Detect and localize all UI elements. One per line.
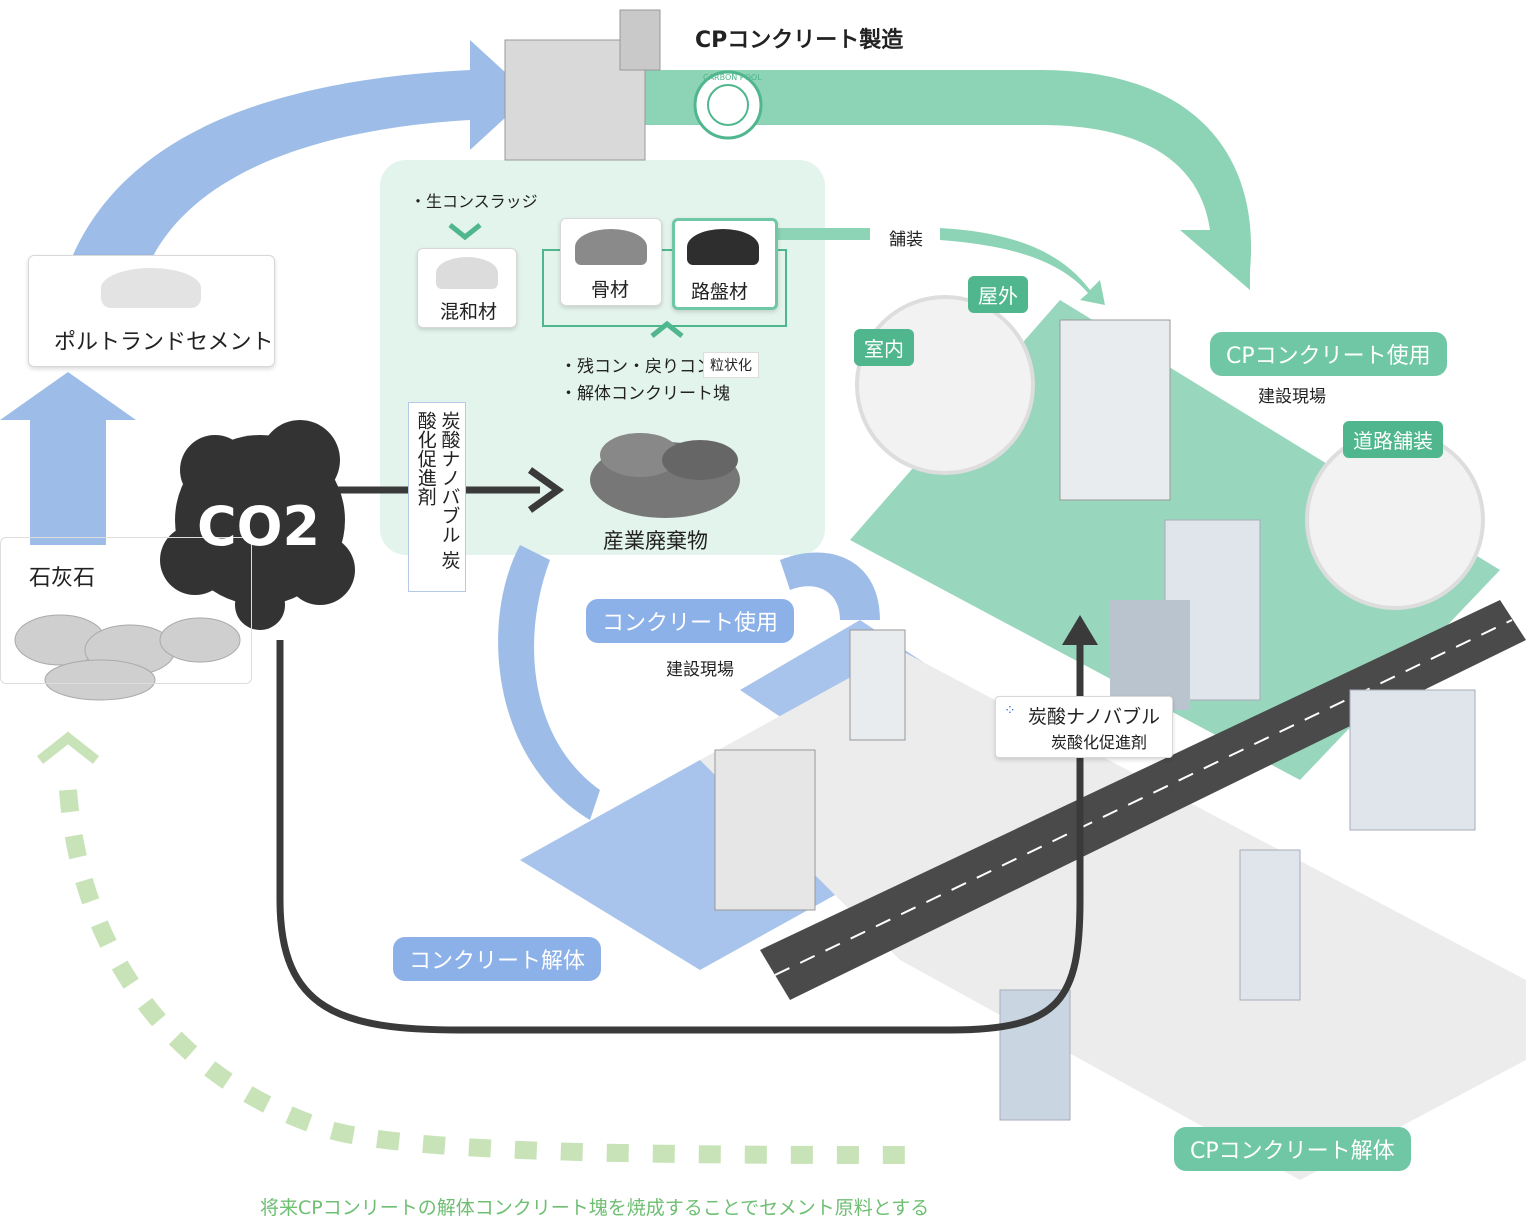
granulation-label: 粒状化 [703,352,759,378]
aggregate-card: 骨材 [560,218,662,306]
cp-demolition-tag: CPコンクリート解体 [1174,1127,1411,1171]
page-title: CPコンクリート製造 [695,28,904,53]
building-6 [714,749,816,911]
future-note: 将来CPコンリートの解体コンクリート塊を焼成することでセメント原料とする [260,1197,930,1219]
portland-cement-card: ポルトランドセメント [28,255,275,367]
road-paving-tag: 道路舗装 [1343,421,1443,458]
concrete-demolition-tag: コンクリート解体 [393,937,602,981]
carbonation-bubble-card: ⁘ 炭酸ナノバブル 炭酸化促進剤 [995,696,1173,758]
indoor-tag: 室内 [854,329,914,366]
future-dotted-path [59,789,911,1164]
road-paving-inset [1305,430,1485,610]
co2-cycle-line [276,640,1084,1034]
building-7 [1059,319,1171,501]
aggregate-bracket [542,249,787,327]
cp-use-tag: CPコンクリート使用 [1210,332,1447,376]
building-2 [1110,600,1190,710]
carbonation-bubble-line2: 炭酸化促進剤 [1051,733,1148,752]
sludge-label: ・生コンスラッジ [410,192,538,211]
nano-bubble-icon: ⁘ [1004,703,1016,719]
demolition-platform [520,760,880,970]
highway [760,600,1526,1000]
co2-to-waste-arrowhead [527,467,565,513]
admixture-label: 混和材 [440,301,498,323]
aggregate-chevron [650,320,684,338]
carbonation-vertical-text: 炭酸ナノバブル 炭酸化促進剤 [414,411,461,570]
sludge-chevron [448,223,482,241]
building-4 [1239,849,1301,1001]
paving-arrow [770,228,870,240]
building-3 [1349,689,1476,831]
blue-cycle-arrow-2 [780,552,880,620]
carbon-pool-logo [693,70,763,140]
cement-to-factory-arrow [70,40,530,262]
roadbed-label: 路盤材 [691,281,749,303]
construction-site-label-2: 建設現場 [666,660,734,680]
carbon-pool-logo-ring [707,84,749,126]
co2-cloud [160,420,355,630]
concrete-use-tag: コンクリート使用 [586,599,795,643]
residual-concrete-label: ・残コン・戻りコン [560,357,713,377]
construction-site-label-1: 建設現場 [1258,387,1326,407]
portland-cement-label: ポルトランドセメント [54,330,274,355]
limestone-card: 石灰石 [0,537,252,684]
waste-pile [590,433,740,518]
industrial-waste-label: 産業廃棄物 [603,529,708,553]
cement-powder-icon [101,268,201,308]
co2-cycle-arrowhead [1062,615,1098,645]
roadbed-card: 路盤材 [672,218,778,310]
admixture-card: 混和材 [417,248,517,328]
aggregate-label: 骨材 [591,279,630,301]
limestone-label: 石灰石 [29,566,96,591]
admixture-icon [436,257,498,289]
blue-cycle-arrow [498,545,600,820]
aggregate-icon [575,229,647,265]
factory-tower [619,9,661,71]
co2-label: CO2 [197,495,321,558]
paving-label: 舗装 [883,223,929,252]
building-8 [849,629,906,741]
highway-lane-marking [774,619,1513,976]
city-base [700,650,1526,1180]
carbonation-vertical-label: 炭酸ナノバブル 炭酸化促進剤 [408,402,466,592]
factory-to-site-arrow [640,70,1252,290]
demolition-chunks-label: ・解体コンクリート塊 [560,384,730,404]
carbon-pool-logo-text: CARBON POOL [703,73,762,82]
limestone-rocks [14,614,241,701]
building-5 [999,989,1071,1121]
future-dotted-arrowhead [36,731,100,764]
roadbed-icon [687,229,759,265]
limestone-to-cement-arrow [0,372,136,545]
paving-arrow-head [940,228,1105,305]
indoor-inset [855,295,1035,475]
outdoor-tag: 屋外 [968,276,1028,313]
carbonation-bubble-line1: 炭酸ナノバブル [1028,706,1161,728]
